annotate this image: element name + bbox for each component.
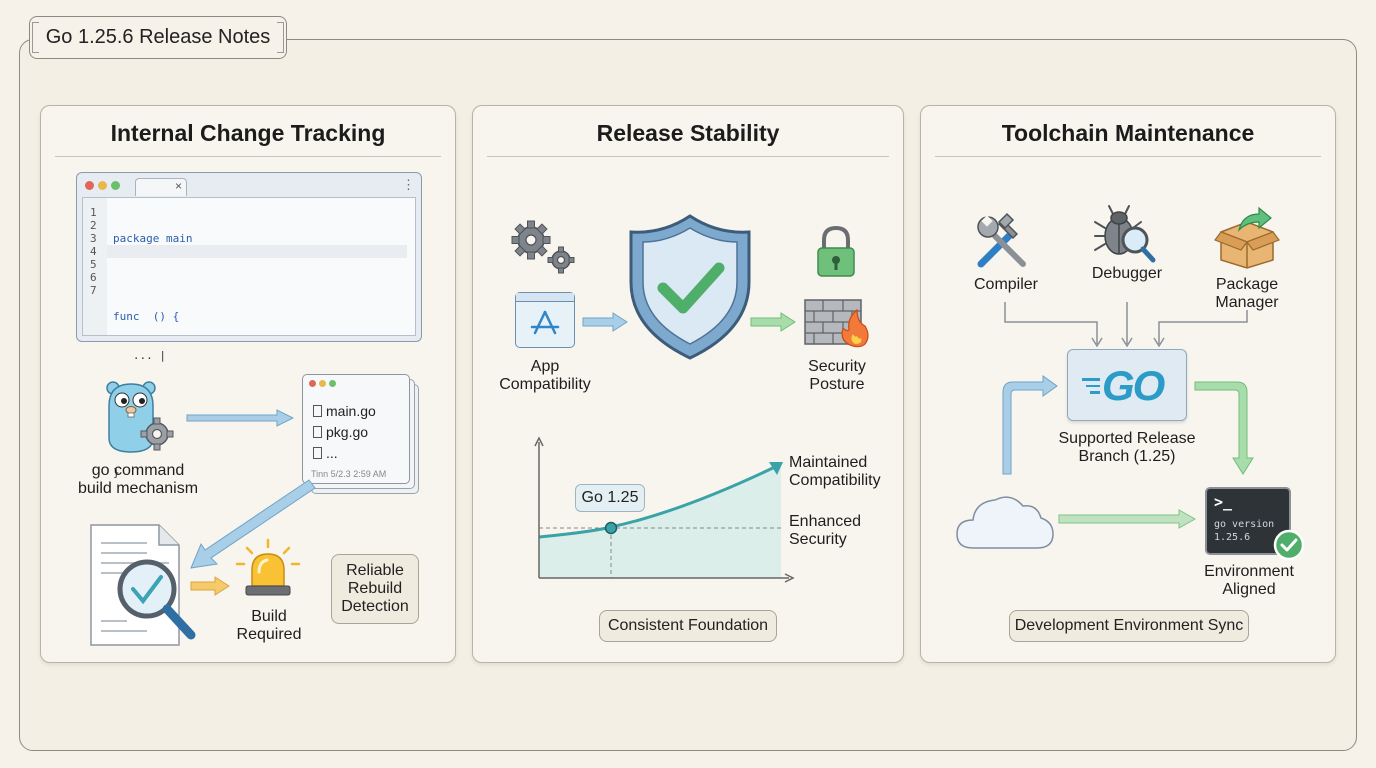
code-editor-window: × ⋮ 1 2 3 4 5 6 7 package main func () {… (76, 172, 422, 479)
arrow-right-small (190, 576, 230, 596)
legend-maintained: Maintained Compatibility (789, 454, 881, 489)
code-area: 1 2 3 4 5 6 7 package main func () { ...… (82, 197, 416, 479)
arrow-right (750, 312, 796, 332)
panel-title: Internal Change Tracking (110, 120, 386, 146)
page-title: Go 1.25.6 Release Notes (29, 16, 287, 59)
go-logo: GO (1102, 362, 1165, 409)
file-list: main.go pkg.go ... (313, 401, 376, 464)
legend-enhanced: Enhanced Security (789, 513, 862, 548)
go-release-box: GO (1067, 349, 1187, 421)
gopher-icon (106, 381, 174, 453)
minimize-dot-icon[interactable] (98, 181, 107, 190)
file-icon (313, 447, 322, 459)
app-window-icon (515, 292, 575, 348)
branch-label: Supported Release Branch (1.25) (1058, 430, 1196, 465)
reliable-rebuild-detection-badge: Reliable Rebuild Detection (331, 554, 419, 624)
debugger-label: Debugger (1091, 265, 1163, 282)
environment-aligned-label: Environment Aligned (1204, 563, 1294, 598)
line-numbers: 1 2 3 4 5 6 7 (90, 206, 97, 297)
x-axis-arrow (784, 573, 795, 583)
divider (487, 156, 889, 157)
code-line: ... | (113, 349, 166, 362)
menu-icon[interactable]: ⋮ (402, 177, 415, 192)
y-axis-arrow (534, 436, 544, 447)
code-line (113, 271, 192, 284)
divider (935, 156, 1321, 157)
go-1-25-marker-label: Go 1.25 (575, 484, 645, 512)
go-1-25-marker (604, 521, 618, 535)
close-dot-icon[interactable] (85, 181, 94, 190)
package-manager-label: Package Manager (1215, 276, 1279, 311)
terminal-output: 1.25.6 (1214, 532, 1251, 543)
close-dot-icon[interactable] (309, 380, 316, 387)
file-icon (313, 405, 322, 417)
lock-icon (817, 225, 855, 277)
maximize-dot-icon[interactable] (329, 380, 336, 387)
code-line: } (113, 466, 120, 479)
stability-trend-graph (534, 436, 795, 583)
arrow-down-left (190, 479, 316, 569)
compiler-label: Compiler (973, 276, 1038, 293)
maximize-dot-icon[interactable] (111, 181, 120, 190)
panel-internal-change-tracking: Internal Change Tracking × ⋮ 1 2 3 4 5 6… (40, 105, 456, 663)
tool-connectors (1004, 302, 1248, 348)
alarm-light-icon (235, 538, 301, 596)
minimize-dot-icon[interactable] (319, 380, 326, 387)
gears-icon (511, 220, 575, 274)
window-controls (309, 380, 336, 387)
file-timestamp: Tinn 5/2.3 2:59 AM (311, 469, 387, 479)
trend-line (538, 464, 778, 539)
terminal-prompt: >_ (1214, 493, 1233, 511)
file-window: main.go pkg.go ... Tinn 5/2.3 2:59 AM (302, 374, 410, 484)
page-title-text: Go 1.25.6 Release Notes (31, 22, 284, 53)
code-lines: package main func () { ... | ... } (113, 206, 192, 505)
panel-toolchain-maintenance: Toolchain Maintenance Compiler Debugger … (920, 105, 1336, 663)
divider (55, 156, 441, 157)
package-box-icon (1214, 206, 1280, 269)
arrow-right (186, 409, 295, 427)
window-controls (85, 181, 120, 190)
trend-arrowhead (769, 462, 783, 475)
file-item[interactable]: main.go (313, 401, 376, 422)
tab-close-icon[interactable]: × (174, 179, 182, 193)
arrow-right (582, 312, 628, 332)
go-speed-lines (1082, 378, 1100, 394)
code-line: package main (113, 232, 193, 245)
panel-title: Toolchain Maintenance (1001, 120, 1255, 146)
arrow-up-right (1002, 375, 1058, 475)
cloud-icon (956, 496, 1054, 549)
security-posture-label: Security Posture (808, 358, 866, 393)
app-compat-label: App Compatibility (499, 358, 591, 393)
arrow-right (1058, 509, 1197, 529)
line-gutter (83, 198, 107, 335)
file-item[interactable]: pkg.go (313, 422, 376, 443)
arrow-right-down (1194, 381, 1254, 475)
alarm-label: Build Required (236, 608, 302, 643)
consistent-foundation-badge: Consistent Foundation (599, 610, 777, 642)
panel-release-stability: Release Stability (472, 105, 904, 663)
shield-check-icon (629, 214, 751, 360)
gopher-label: go command build mechanism (77, 462, 199, 497)
active-line-highlight (107, 245, 407, 258)
terminal-command: go version (1214, 519, 1275, 530)
document-magnifier-icon (90, 524, 196, 646)
file-item[interactable]: ... (313, 443, 376, 464)
wrench-hammer-icon (977, 212, 1026, 268)
dev-environment-sync-badge: Development Environment Sync (1009, 610, 1249, 642)
editor-tab[interactable]: × (135, 178, 187, 196)
panel-title: Release Stability (596, 120, 780, 146)
app-store-icon (530, 310, 560, 335)
code-line: func () { (113, 310, 180, 323)
bug-magnifier-icon (1094, 205, 1156, 263)
check-badge-icon (1273, 529, 1305, 561)
file-icon (313, 426, 322, 438)
firewall-icon (804, 299, 869, 348)
